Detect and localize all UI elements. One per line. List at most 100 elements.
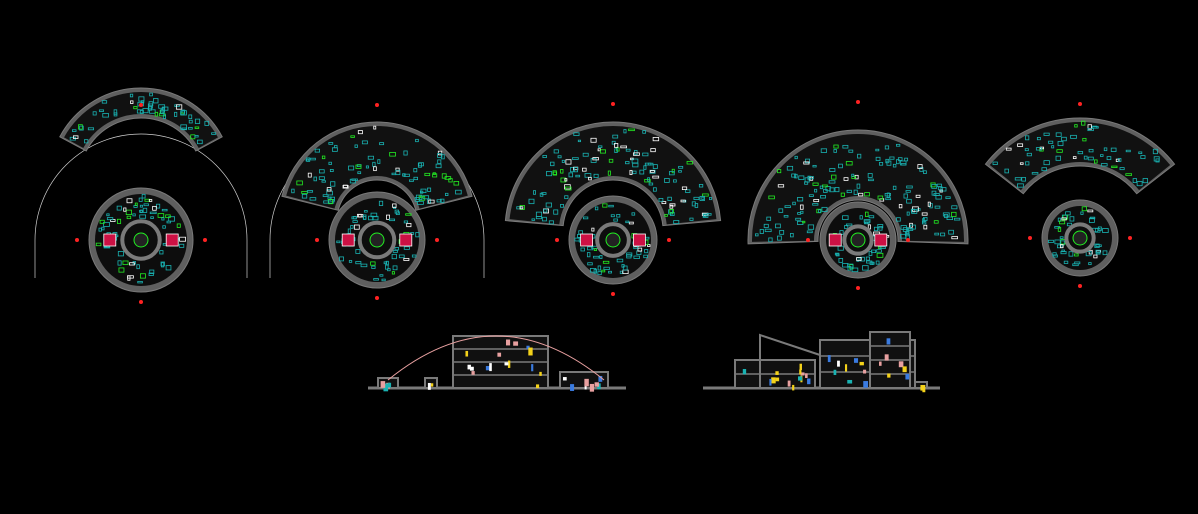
wing-furniture [1155, 158, 1160, 163]
section-detail [387, 382, 392, 388]
wing-furniture [931, 184, 938, 189]
wing-furniture [805, 158, 810, 164]
section-detail [539, 371, 542, 376]
wing-furniture [819, 185, 824, 190]
wing-furniture [831, 174, 837, 180]
section-detail [844, 364, 848, 372]
section-detail [497, 352, 502, 357]
wing-furniture [1074, 124, 1078, 128]
wing-furniture [543, 208, 548, 213]
wing-furniture [553, 209, 559, 215]
wing-furniture [643, 165, 647, 170]
section-detail [742, 369, 747, 375]
wing-furniture [877, 195, 884, 200]
wing-furniture [1142, 178, 1148, 184]
core-inner-ring [120, 219, 162, 261]
section-detail [383, 383, 389, 392]
wing-furniture [1110, 147, 1117, 152]
wing-furniture [1070, 134, 1077, 139]
wing-furniture [797, 197, 804, 202]
wing-furniture [829, 187, 835, 193]
core-furniture [589, 268, 597, 273]
core-furniture [1054, 239, 1061, 245]
core-furniture [391, 253, 397, 260]
wing-furniture [306, 157, 311, 162]
core-furniture [134, 202, 138, 206]
section-detail [430, 383, 434, 387]
wing-furniture [598, 145, 603, 148]
wing-furniture [694, 203, 699, 208]
core-furniture [597, 271, 602, 276]
core-furniture [1047, 239, 1054, 243]
axis-marker-top [856, 100, 860, 104]
wing-furniture [755, 233, 759, 237]
core-furniture [1061, 249, 1065, 253]
wing-furniture [395, 169, 401, 176]
section-detail [807, 378, 811, 385]
wing-furniture [552, 171, 558, 176]
wing-furniture [706, 213, 712, 216]
core-furniture [602, 260, 610, 264]
wing-furniture [678, 170, 682, 173]
wing-furniture [539, 192, 544, 197]
core-furniture [99, 219, 105, 224]
core-furniture [1097, 226, 1102, 231]
wing-furniture [419, 190, 424, 194]
core-furniture [379, 274, 384, 277]
axis-marker-top [611, 102, 615, 106]
wing-furniture [349, 178, 356, 184]
wing-furniture [445, 192, 449, 196]
wing-furniture [821, 206, 828, 212]
core-inner-ring [357, 220, 397, 260]
core-furniture [139, 204, 143, 208]
wing-furniture [428, 199, 435, 204]
core-furniture [637, 247, 643, 252]
wing-furniture [535, 216, 542, 220]
wing-furniture [813, 199, 820, 203]
core-furniture [138, 197, 143, 202]
wing-furniture [592, 157, 599, 161]
wing-furniture [951, 236, 958, 240]
wing-furniture [564, 195, 569, 200]
core-furniture [350, 225, 354, 229]
wing-furniture [623, 129, 627, 134]
wing-furniture [373, 166, 377, 172]
wing-furniture [102, 113, 109, 118]
wing-furniture [892, 185, 897, 190]
section-detail [380, 381, 386, 388]
wing-furniture [848, 149, 854, 153]
wing-furniture [87, 127, 95, 131]
elevator-block [399, 233, 413, 247]
wing-furniture [649, 170, 655, 173]
core-furniture [370, 261, 376, 266]
section-detail [800, 372, 805, 376]
wing-furniture [98, 109, 104, 112]
wing-furniture [326, 187, 332, 192]
wing-furniture [1125, 149, 1131, 153]
wing-furniture [1136, 181, 1143, 187]
core-furniture [95, 242, 102, 247]
wing-furniture [903, 193, 908, 199]
core-furniture [165, 214, 171, 219]
core-furniture [593, 255, 600, 259]
wing-furniture [197, 139, 203, 145]
core-furniture [392, 265, 398, 271]
core-inner-ring [1064, 222, 1096, 254]
wing-furniture [71, 129, 77, 132]
wing-furniture [550, 161, 555, 167]
core-furniture [129, 262, 135, 266]
plan-5-fan-top-level [984, 102, 1176, 288]
wing-furniture [919, 167, 924, 172]
outer-outline-arc [34, 133, 248, 241]
plan-1-auditorium-level [34, 87, 248, 304]
wing-furniture [954, 217, 961, 221]
wing-furniture [829, 168, 836, 172]
wing-furniture [519, 206, 524, 210]
axis-marker-right [906, 238, 910, 242]
sloped-roof [759, 333, 821, 388]
wing-furniture [1106, 156, 1112, 161]
wing-furniture [291, 188, 295, 194]
wing-furniture [440, 154, 445, 160]
section-detail [531, 364, 534, 372]
core-furniture [1072, 263, 1079, 267]
